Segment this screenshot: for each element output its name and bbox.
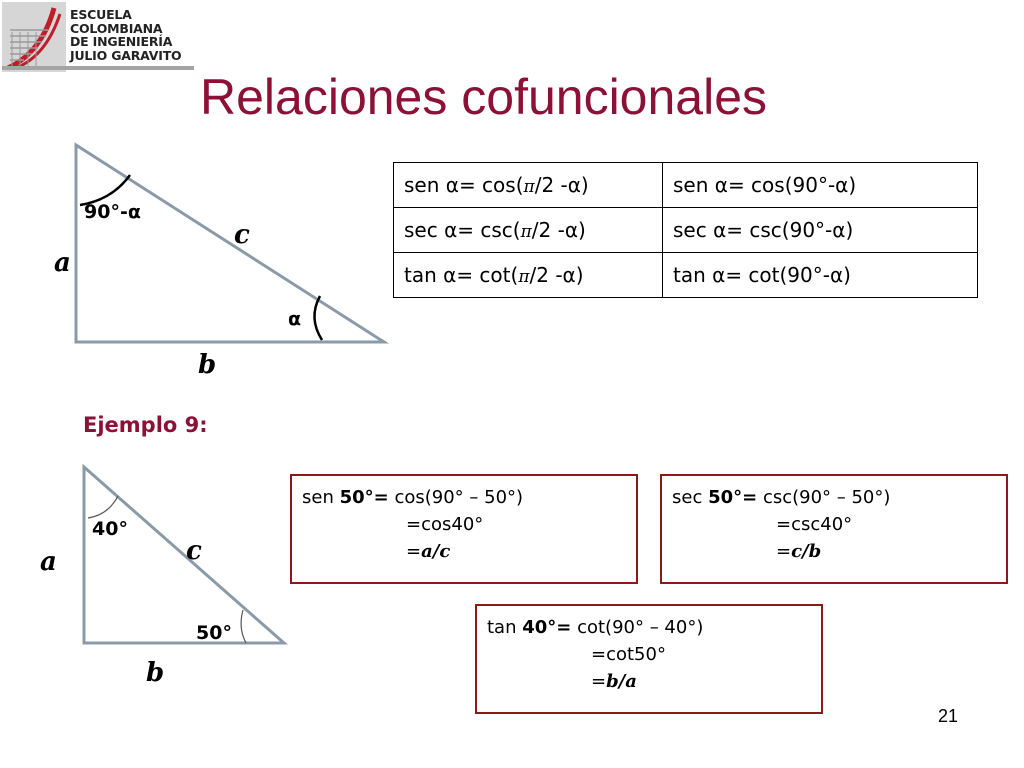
logo-line-1: ESCUELA [70,7,132,22]
box-line-1: sen 50°= cos(90° – 50°) [302,487,524,508]
triangle2-side-b-label: b [146,658,165,688]
triangle-2 [82,463,288,645]
angle-arc-top-2 [87,495,119,519]
angle-arc-bottom-2 [240,609,247,644]
pi-symbol: π [523,177,535,197]
angle-arc-bottom-1 [313,295,324,341]
box-line-3: =b/a [591,671,637,692]
page-number: 21 [938,706,959,726]
triangle1-side-a-label: a [54,248,71,278]
school-logo: ESCUELA COLOMBIANA DE INGENIERÍA JULIO G… [2,2,194,72]
logo-underline [2,66,194,70]
table-cell: sen α= cos(π/2 -α) [393,162,663,208]
logo-mark-icon [2,2,66,72]
table-cell: sec α= csc(90°-α) [662,207,978,253]
pi-symbol: π [518,267,530,287]
angle-arc-top-1 [79,174,132,207]
triangle1-side-c-label: c [234,220,250,250]
triangle1-angle-bottom-label: α [288,308,302,330]
box-line-2: =cot50° [591,644,666,665]
logo-line-3: DE INGENIERÍA [70,34,173,49]
page-title: Relaciones cofuncionales [200,69,768,125]
triangle2-angle-bottom-label: 50° [196,622,232,644]
table-cell: tan α= cot(π/2 -α) [393,252,663,298]
box-line-1: sec 50°= csc(90° – 50°) [672,487,891,508]
table-row: tan α= cot(π/2 -α) tan α= cot(90°-α) [393,252,978,298]
cofunction-table: sen α= cos(π/2 -α) sen α= cos(90°-α) sec… [393,162,978,298]
box-line-2: =csc40° [776,514,853,535]
table-row: sec α= csc(π/2 -α) sec α= csc(90°-α) [393,207,978,253]
pi-symbol: π [520,222,532,242]
table-cell: tan α= cot(90°-α) [662,252,978,298]
box-line-1: tan 40°= cot(90° – 40°) [487,617,704,638]
example-box-sec: sec 50°= csc(90° – 50°) =csc40° =c/b [660,474,1008,584]
table-cell: sen α= cos(90°-α) [662,162,978,208]
table-row: sen α= cos(π/2 -α) sen α= cos(90°-α) [393,162,978,208]
logo-line-4: JULIO GARAVITO [70,47,182,63]
box-line-2: =cos40° [406,514,484,535]
logo-line-2: COLOMBIANA [70,20,163,36]
table-cell: sec α= csc(π/2 -α) [393,207,663,253]
box-line-3: =c/b [776,541,822,562]
box-line-3: =a/c [406,541,451,562]
example-box-sen: sen 50°= cos(90° – 50°) =cos40° =a/c [290,474,638,584]
triangle2-side-c-label: c [186,536,202,566]
triangle1-angle-top-label: 90°-α [84,201,141,223]
example-label: Ejemplo 9: [83,413,208,437]
triangle-1 [74,142,390,344]
example-box-tan: tan 40°= cot(90° – 40°) =cot50° =b/a [475,604,823,714]
triangle2-angle-top-label: 40° [92,518,128,540]
logo-text: ESCUELA COLOMBIANA DE INGENIERÍA JULIO G… [70,7,182,63]
triangle2-side-a-label: a [40,547,57,577]
triangle1-side-b-label: b [198,350,217,380]
